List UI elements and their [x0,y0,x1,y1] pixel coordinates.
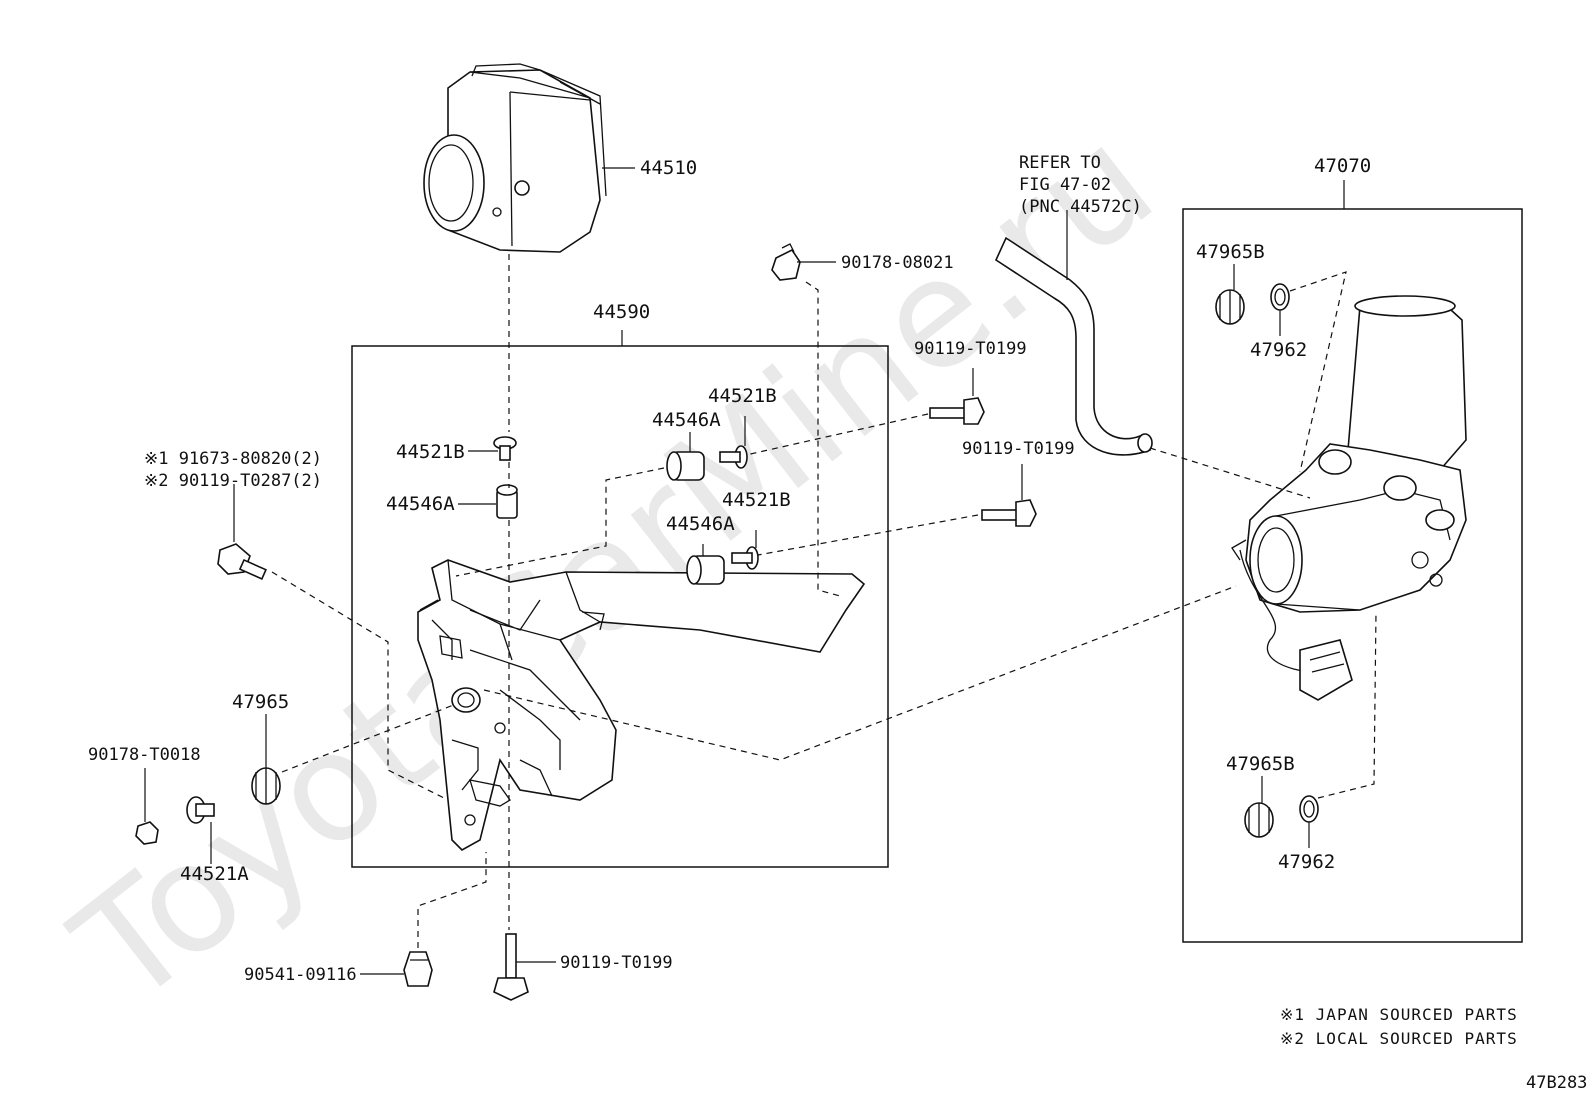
label-refer-line3: (PNC 44572C) [1019,197,1142,217]
cushion-44546a-1[interactable] [496,484,518,519]
cushion-44546a-2[interactable] [666,451,705,481]
label-44510: 44510 [640,157,697,179]
label-47965: 47965 [232,691,289,713]
label-refer-line2: FIG 47-02 [1019,175,1111,195]
ring-47962-lower[interactable] [1299,795,1319,823]
label-44521a: 44521A [180,863,249,885]
label-44546a-1: 44546A [386,493,455,515]
nut-90541-09116[interactable] [403,951,433,987]
leader-lines [144,167,1345,975]
label-90178-t0018: 90178-T0018 [88,745,201,765]
bolt-90119-t0199-upper[interactable] [929,397,985,425]
watermark: ToyotaCarMine.ru [44,94,1185,1038]
label-47965b-lower: 47965B [1226,753,1295,775]
collar-44521b-1[interactable] [493,436,517,461]
assembly-lines [271,254,1377,948]
label-refer-line1: REFER TO [1019,153,1101,173]
cushion-44546a-3[interactable] [686,555,725,585]
label-star2: ※2 90119-T0287(2) [144,471,322,491]
nut-90178-t0018[interactable] [135,821,159,845]
collar-44521b-2[interactable] [719,445,748,469]
bolt-90119-t0199-bottom[interactable] [493,933,529,1001]
grommet-47965[interactable] [251,767,281,805]
bolt-90119-t0199-middle[interactable] [981,499,1037,527]
grommet-47965b-lower[interactable] [1244,802,1274,838]
label-44546a-2: 44546A [652,409,721,431]
label-90541-09116: 90541-09116 [244,965,357,985]
label-90119-t0199-upper: 90119-T0199 [914,339,1027,359]
label-90119-t0199-bottom: 90119-T0199 [560,953,673,973]
clip-90178-08021[interactable] [771,243,801,281]
compressor-47070[interactable] [1231,295,1467,701]
grommet-47965b-upper[interactable] [1215,289,1245,325]
footnote-local: ※2 LOCAL SOURCED PARTS [1280,1029,1518,1048]
label-47962-upper: 47962 [1250,339,1307,361]
abs-actuator-44510[interactable] [423,63,607,253]
compressor-assembly-box [1182,208,1523,943]
bracket-assembly-box [351,345,889,868]
collar-44521a[interactable] [186,796,215,824]
label-47965b-upper: 47965B [1196,241,1265,263]
footnote-japan: ※1 JAPAN SOURCED PARTS [1280,1005,1518,1024]
label-47962-lower: 47962 [1278,851,1335,873]
label-star1: ※1 91673-80820(2) [144,449,322,469]
label-44521b-2: 44521B [708,385,777,407]
bracket-44590[interactable] [417,559,866,851]
hose-end [1137,433,1153,453]
ring-47962-upper[interactable] [1270,283,1290,311]
label-90178-08021: 90178-08021 [841,253,954,273]
figure-code: 47B283 [1526,1073,1587,1093]
label-47070: 47070 [1314,155,1371,177]
label-44521b-3: 44521B [722,489,791,511]
label-44590: 44590 [593,301,650,323]
label-90119-t0199-middle: 90119-T0199 [962,439,1075,459]
bolt-star-91673-90119[interactable] [217,543,267,580]
label-44546a-3: 44546A [666,513,735,535]
collar-44521b-3[interactable] [731,546,759,570]
label-44521b-1: 44521B [396,441,465,463]
